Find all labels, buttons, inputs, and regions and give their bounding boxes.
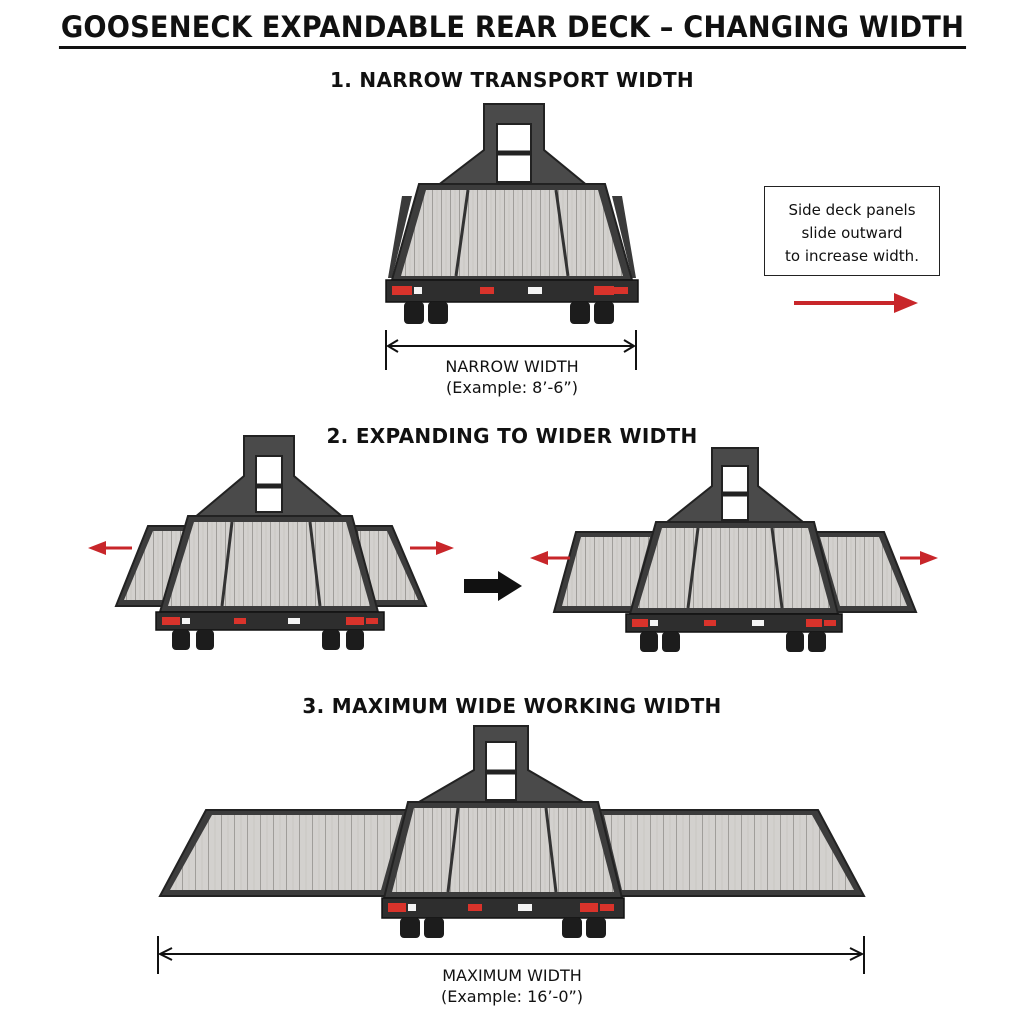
narrow-width-line-1: NARROW WIDTH bbox=[445, 357, 579, 376]
diagram-title: GOOSENECK EXPANDABLE REAR DECK – CHANGIN… bbox=[0, 10, 1024, 49]
trailer-narrow bbox=[385, 103, 639, 324]
step-1-label: 1. NARROW TRANSPORT WIDTH bbox=[330, 68, 694, 92]
expand-arrow-left-2 bbox=[530, 551, 570, 565]
note-line-1: Side deck panels bbox=[788, 201, 916, 219]
step-2-label: 2. EXPANDING TO WIDER WIDTH bbox=[326, 424, 698, 448]
trailer-expanding-right bbox=[552, 447, 918, 652]
expand-arrow-right-2 bbox=[900, 551, 938, 565]
expand-arrow-right-1 bbox=[410, 541, 454, 555]
title-text: GOOSENECK EXPANDABLE REAR DECK – CHANGIN… bbox=[58, 10, 966, 49]
max-width-dimension bbox=[157, 936, 865, 974]
note-red-arrow bbox=[794, 293, 918, 313]
trailer-maximum bbox=[158, 725, 866, 938]
max-width-line-2: (Example: 16’-0”) bbox=[440, 987, 584, 1006]
step-3-label: 3. MAXIMUM WIDE WORKING WIDTH bbox=[302, 694, 722, 718]
note-line-2: slide outward bbox=[801, 224, 903, 242]
transition-arrow bbox=[464, 571, 522, 601]
trailer-expanding-left bbox=[114, 435, 428, 650]
narrow-width-line-2: (Example: 8’-6”) bbox=[446, 378, 578, 397]
max-width-label: MAXIMUM WIDTH (Example: 16’-0”) bbox=[360, 965, 664, 1007]
narrow-width-dimension bbox=[385, 330, 637, 370]
expand-arrow-left-1 bbox=[88, 541, 132, 555]
max-width-line-1: MAXIMUM WIDTH bbox=[442, 966, 582, 985]
narrow-width-label: NARROW WIDTH (Example: 8’-6”) bbox=[386, 356, 638, 398]
note-box: Side deck panels slide outward to increa… bbox=[764, 186, 940, 276]
note-line-3: to increase width. bbox=[785, 247, 919, 265]
